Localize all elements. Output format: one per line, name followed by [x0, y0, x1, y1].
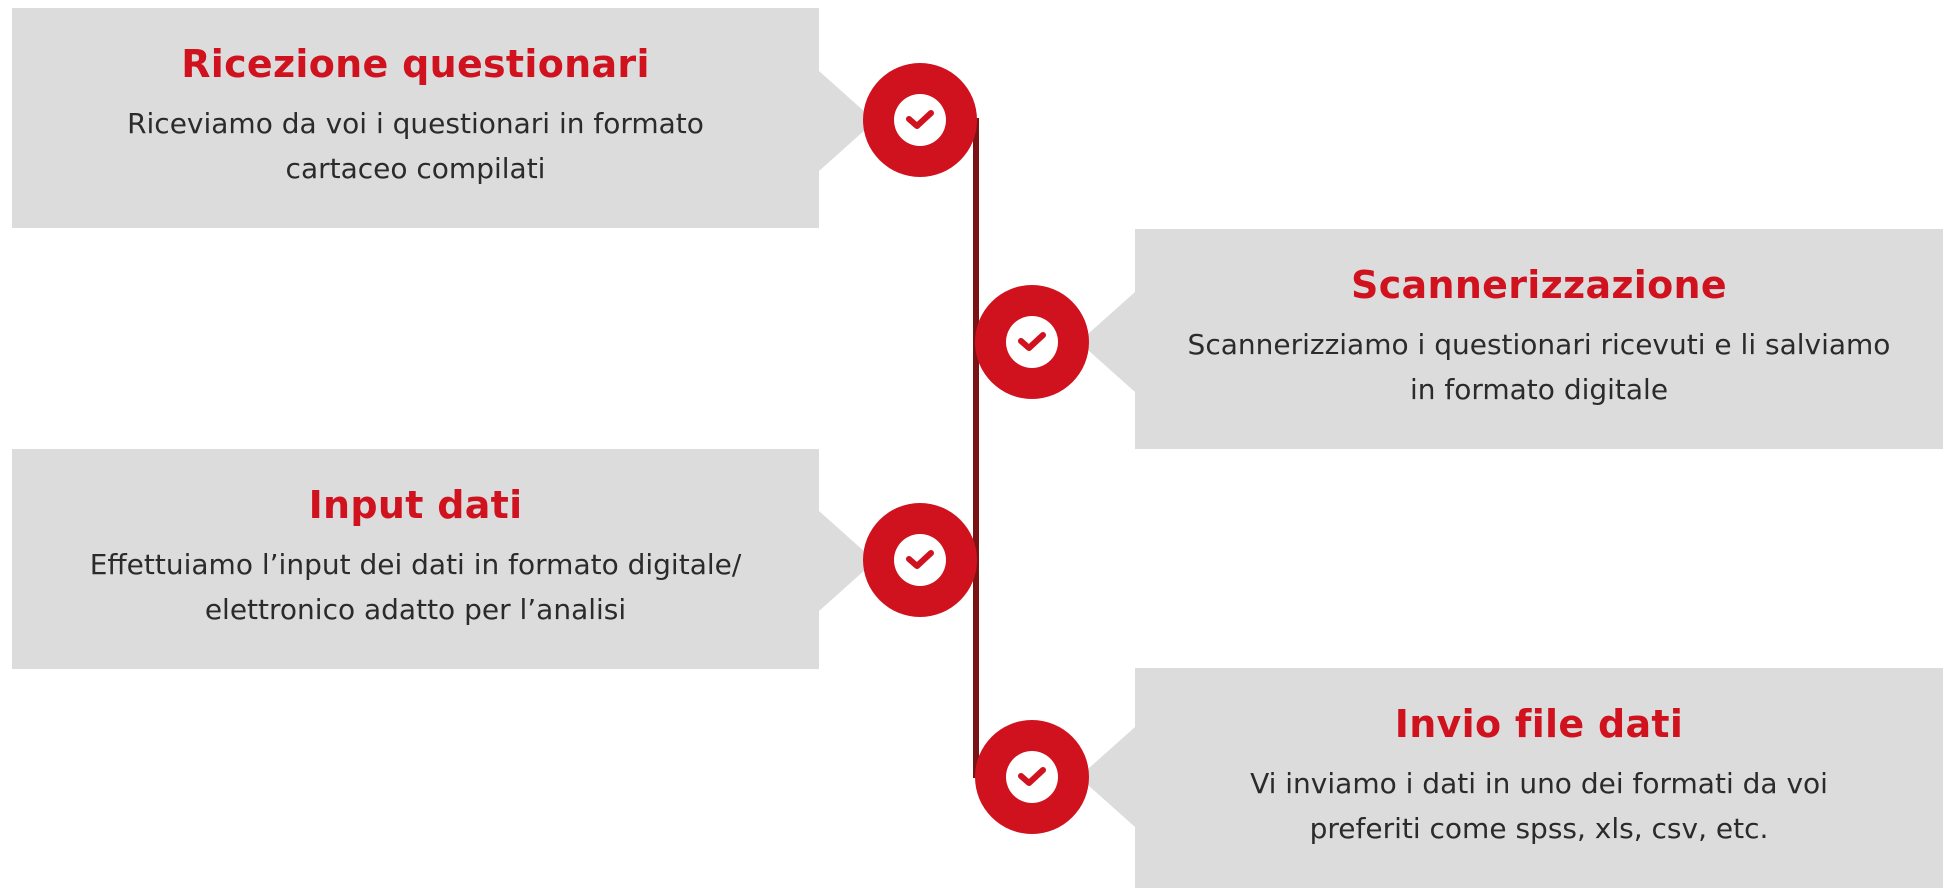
check-circle-icon: [1006, 316, 1058, 368]
step-description-line: Vi inviamo i dati in uno dei formati da …: [1250, 767, 1828, 800]
step-node-3: [863, 503, 977, 617]
step-description-line: in formato digitale: [1409, 373, 1669, 406]
step-description: Scannerizziamo i questionari ricevuti e …: [1175, 322, 1903, 412]
step-description-line: Riceviamo da voi i questionari in format…: [127, 107, 704, 140]
check-circle-icon: [1006, 751, 1058, 803]
step-node-1: [863, 63, 977, 177]
step-title: Scannerizzazione: [1351, 263, 1727, 307]
step-node-2: [975, 285, 1089, 399]
step-title: Ricezione questionari: [181, 42, 650, 86]
step-title: Input dati: [308, 483, 523, 527]
step-description: Riceviamo da voi i questionari in format…: [52, 101, 779, 191]
step-description-line: Scannerizziamo i questionari ricevuti e …: [1187, 328, 1891, 361]
step-card-ricezione: Ricezione questionari Riceviamo da voi i…: [12, 8, 819, 228]
step-description-line: Effettuiamo l’input dei dati in formato …: [89, 548, 742, 581]
step-description-line: preferiti come spss, xls, csv, etc.: [1309, 812, 1769, 845]
timeline-connector-line: [973, 118, 979, 778]
check-circle-icon: [894, 534, 946, 586]
check-circle-icon: [894, 94, 946, 146]
step-card-scannerizzazione: Scannerizzazione Scannerizziamo i questi…: [1135, 229, 1943, 449]
step-description: Vi inviamo i dati in uno dei formati da …: [1175, 761, 1903, 851]
step-description-line: cartaceo compilati: [285, 152, 546, 185]
check-icon: [906, 550, 934, 569]
check-icon: [906, 110, 934, 129]
step-description-line: elettronico adatto per l’analisi: [204, 593, 627, 626]
step-card-invio: Invio file dati Vi inviamo i dati in uno…: [1135, 668, 1943, 888]
step-description: Effettuiamo l’input dei dati in formato …: [52, 542, 779, 632]
check-icon: [1018, 767, 1046, 786]
step-node-4: [975, 720, 1089, 834]
check-icon: [1018, 332, 1046, 351]
step-card-input: Input dati Effettuiamo l’input dei dati …: [12, 449, 819, 669]
step-title: Invio file dati: [1394, 702, 1684, 746]
